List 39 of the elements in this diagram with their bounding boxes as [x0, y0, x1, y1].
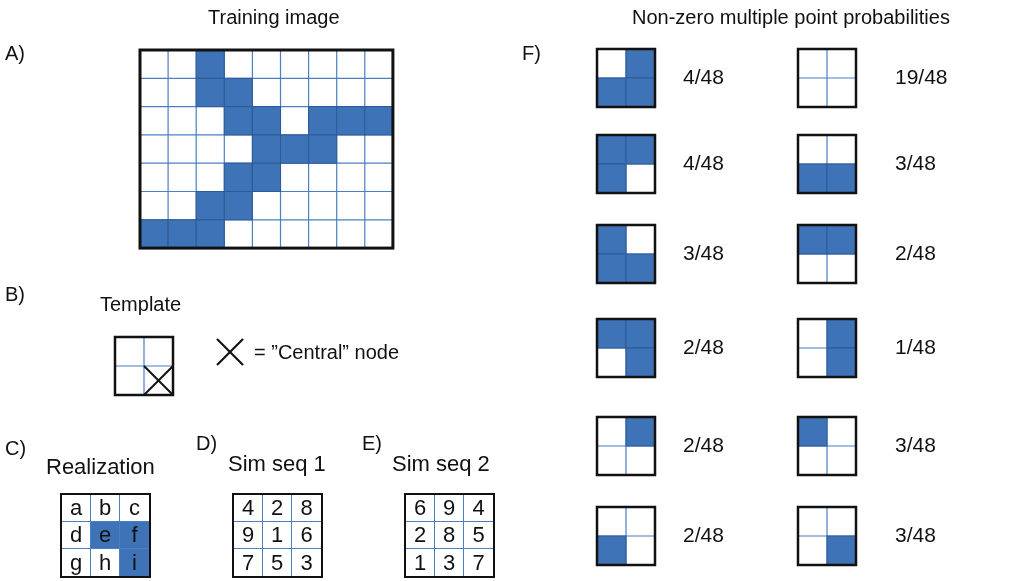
grid-cell: f: [120, 522, 149, 549]
heading: Template: [100, 293, 182, 315]
probability-value: 4/48: [683, 65, 724, 89]
probability-value: 3/48: [683, 241, 724, 265]
panel-label: A): [5, 42, 25, 64]
panel-label: F): [522, 42, 541, 64]
legend-text: = ”Central” node: [254, 341, 400, 363]
grid-cell: d: [62, 522, 91, 549]
heading: Realization: [46, 455, 155, 480]
probability-value: 2/48: [895, 241, 936, 265]
grid-cell: 4: [234, 495, 263, 522]
probability-value: 1/48: [895, 335, 936, 359]
probability-value: 3/48: [895, 151, 936, 175]
grid-cell: 2: [263, 495, 292, 522]
heading: Sim seq 1: [228, 452, 326, 477]
probability-value: 2/48: [683, 335, 724, 359]
grid-cell: 6: [406, 495, 435, 522]
grid-cell: 2: [406, 522, 435, 549]
panel-label: E): [362, 432, 382, 454]
probability-value: 2/48: [683, 523, 724, 547]
probability-value: 3/48: [895, 433, 936, 457]
probability-value: 3/48: [895, 523, 936, 547]
probability-value: 19/48: [895, 65, 948, 89]
grid-cell: 1: [263, 522, 292, 549]
probability-value: 2/48: [683, 433, 724, 457]
heading: Sim seq 2: [392, 452, 490, 477]
heading: Training image: [208, 6, 340, 28]
heading: Non-zero multiple point probabilities: [632, 6, 950, 28]
grid-cell: 8: [435, 522, 464, 549]
panel-label: D): [196, 432, 218, 454]
grid-cell: a: [62, 495, 91, 522]
grid-cell: b: [91, 495, 120, 522]
probability-value: 4/48: [683, 151, 724, 175]
panel-label: B): [5, 283, 25, 305]
grid-cell: i: [120, 549, 149, 576]
grid-cell: e: [91, 522, 120, 549]
grid-cell: 9: [234, 522, 263, 549]
panel-label: C): [5, 437, 27, 459]
grid-cell: 9: [435, 495, 464, 522]
